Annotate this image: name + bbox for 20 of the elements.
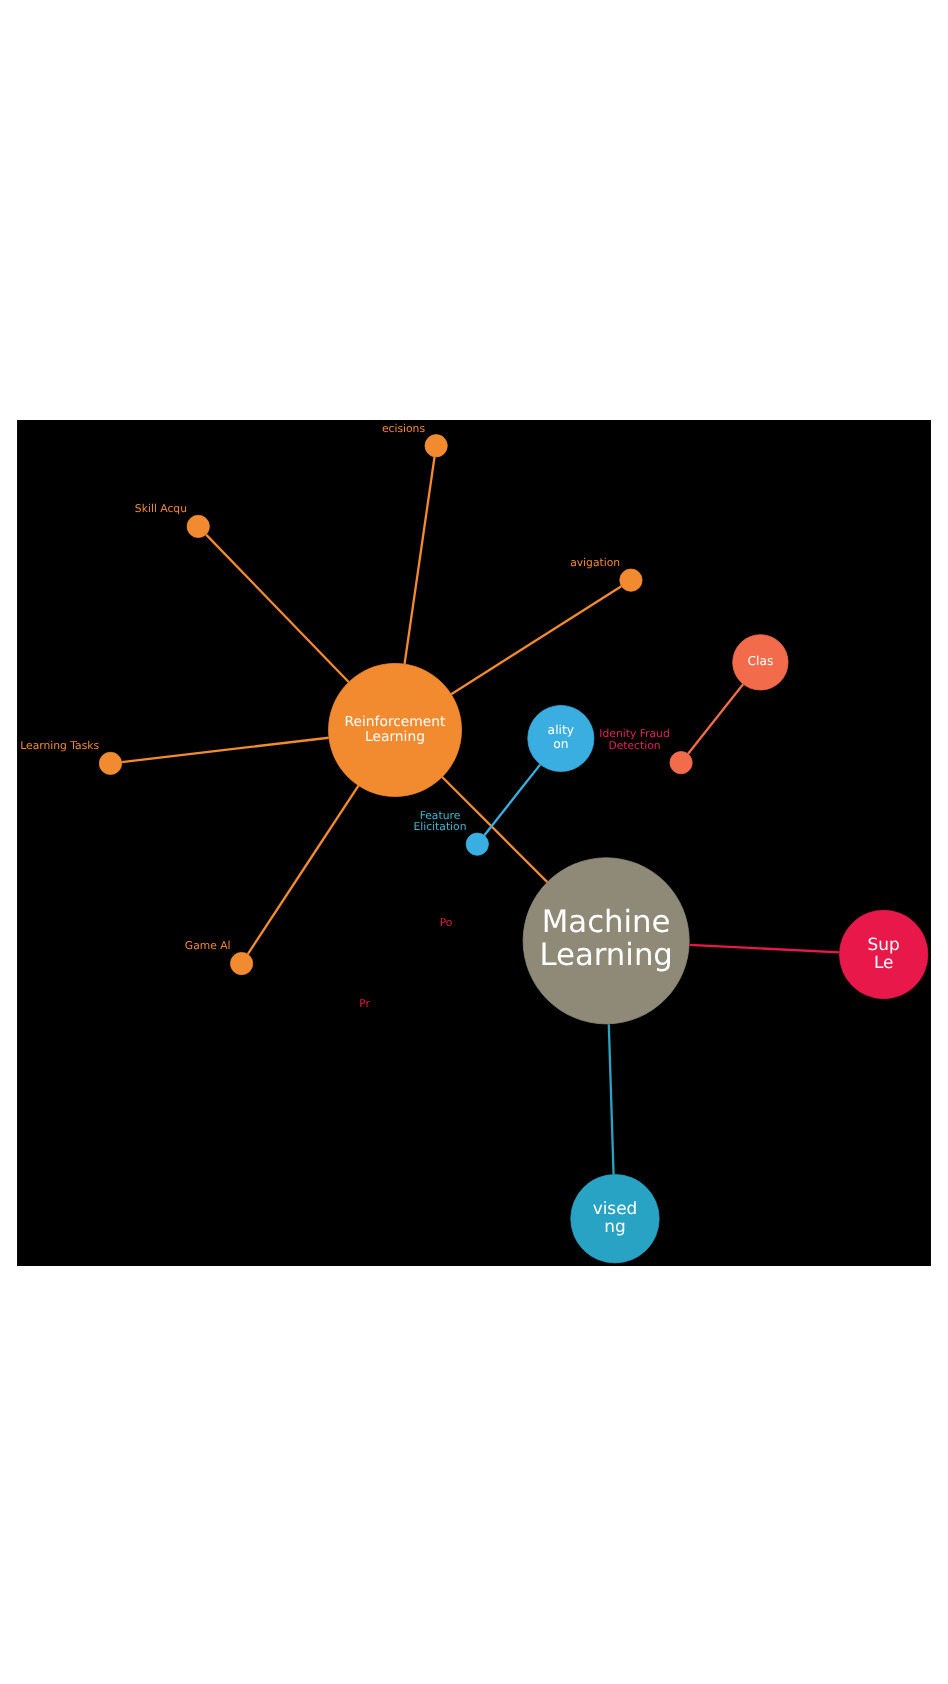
connector xyxy=(607,1023,615,1174)
node-circle xyxy=(669,750,693,774)
node-circle: Sup Le xyxy=(839,908,929,999)
connector xyxy=(403,455,436,664)
connector xyxy=(121,735,329,763)
node-circle xyxy=(465,831,489,855)
node-circle xyxy=(619,567,643,591)
connector xyxy=(483,762,542,836)
connector xyxy=(246,783,360,954)
node-circle: vised ng xyxy=(570,1173,660,1263)
connector xyxy=(441,775,549,882)
node-circle xyxy=(424,433,448,457)
node-circle xyxy=(230,951,254,975)
node-circle xyxy=(186,513,210,537)
node-circle: Machine Learning xyxy=(522,856,690,1024)
connector xyxy=(450,584,622,695)
connector xyxy=(689,942,840,953)
connector xyxy=(205,532,350,682)
connector xyxy=(687,682,745,754)
node-circle xyxy=(98,750,122,774)
